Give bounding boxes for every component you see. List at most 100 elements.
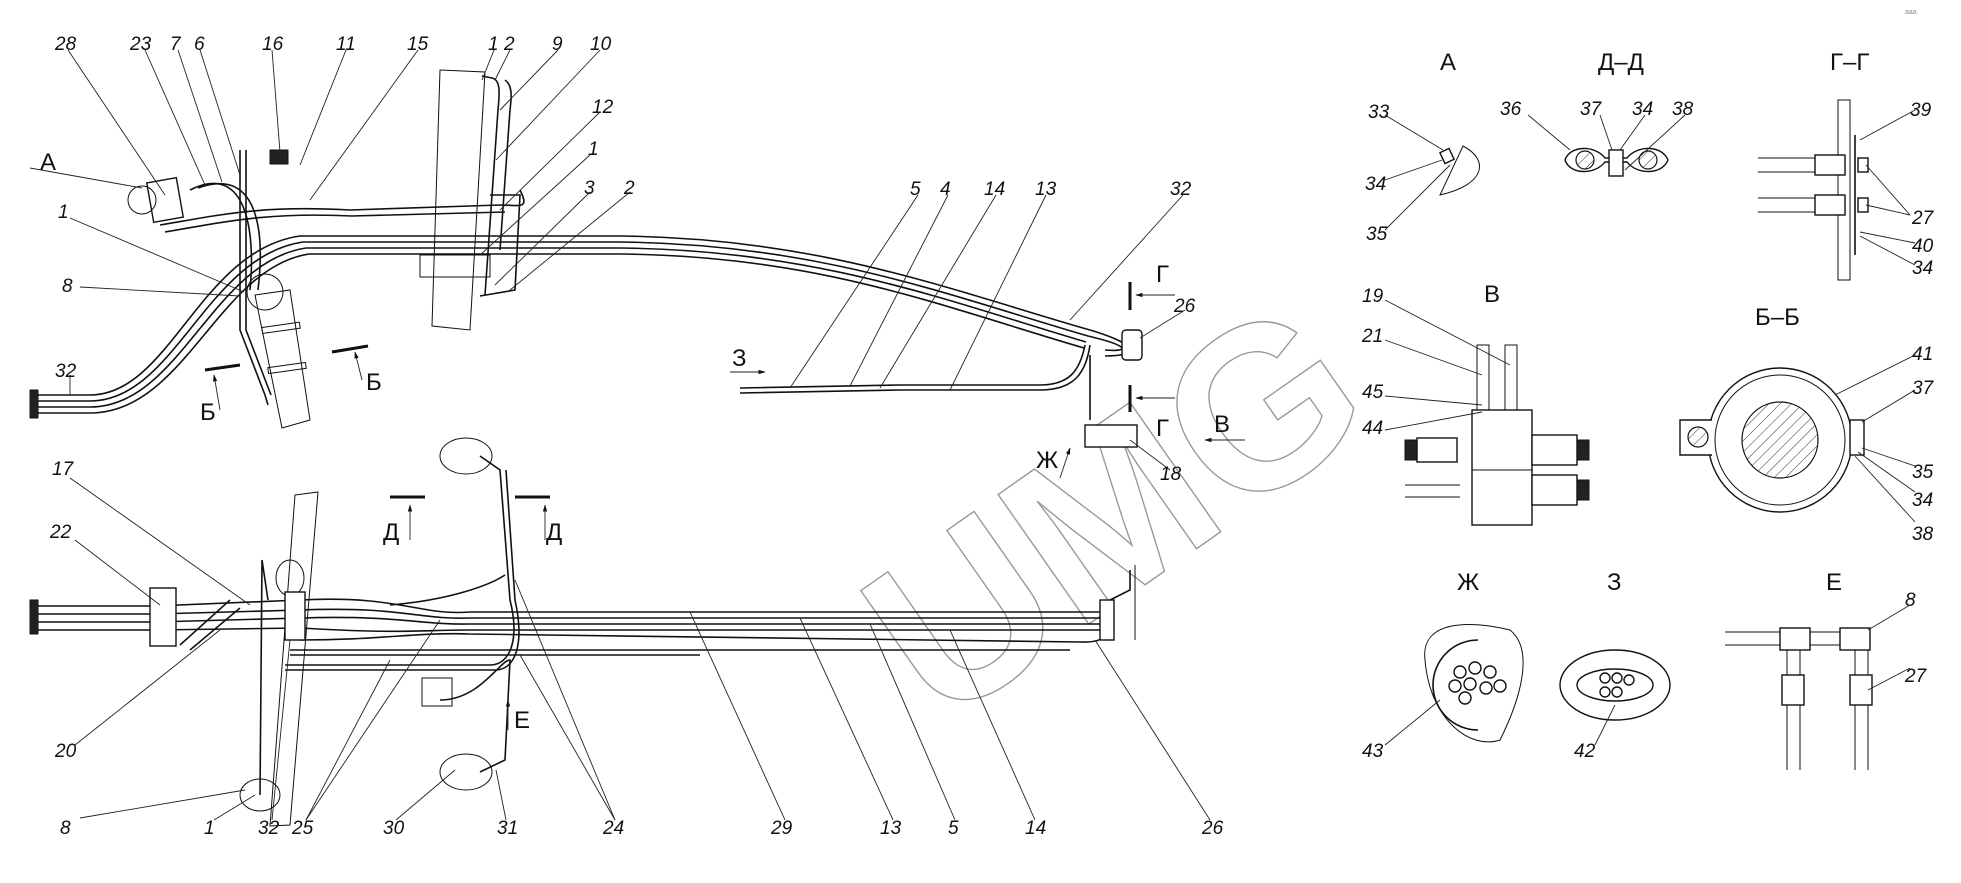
valve-block bbox=[145, 176, 185, 224]
callout: 24 bbox=[602, 818, 624, 839]
callout: 11 bbox=[336, 34, 356, 55]
section-marker-d: Д bbox=[383, 519, 399, 546]
view-marker-a: А bbox=[40, 149, 56, 176]
callout: 28 bbox=[54, 34, 77, 55]
callout: 1 bbox=[204, 818, 215, 839]
callout: 35 bbox=[1366, 224, 1388, 245]
callout: 1 bbox=[488, 34, 499, 55]
callout: 13 bbox=[880, 818, 902, 839]
callout: 14 bbox=[984, 179, 1005, 200]
top-view-leaders bbox=[29, 49, 1186, 471]
hose-end-fitting bbox=[29, 599, 39, 635]
view-title-gg: Г–Г bbox=[1830, 49, 1869, 76]
callout: 26 bbox=[1173, 296, 1196, 317]
callout: 37 bbox=[1580, 99, 1603, 120]
detail-views: А Д–Д Г–Г В Б–Б Ж З Е 33 34 35 36 37 34 … bbox=[1361, 49, 1935, 770]
callout: 18 bbox=[1160, 464, 1182, 485]
callout: 43 bbox=[1362, 741, 1384, 762]
callout: 35 bbox=[1912, 462, 1934, 483]
callout: 32 bbox=[1170, 179, 1192, 200]
callout: 17 bbox=[52, 459, 75, 480]
callout: 42 bbox=[1574, 741, 1596, 762]
section-marker-b: Б bbox=[366, 369, 382, 396]
callout: 16 bbox=[262, 34, 284, 55]
view-title-e: Е bbox=[1826, 569, 1842, 596]
view-title-bb: Б–Б bbox=[1755, 304, 1800, 331]
view-marker-zh: Ж bbox=[1036, 447, 1058, 474]
callout: 37 bbox=[1912, 378, 1935, 399]
bottom-view: 17 22 20 8 1 32 25 30 31 24 29 13 5 14 2… bbox=[29, 437, 1224, 839]
callout: 27 bbox=[1904, 666, 1928, 687]
hydraulic-cylinder-lower bbox=[254, 289, 311, 429]
hydraulic-cylinder bbox=[431, 69, 486, 331]
bottom-view-leaders bbox=[69, 477, 1211, 821]
callout: 15 bbox=[407, 34, 429, 55]
section-marker-g: Г bbox=[1156, 261, 1169, 288]
callout: 45 bbox=[1362, 382, 1384, 403]
section-marker-d: Д bbox=[546, 519, 562, 546]
section-marker-g: Г bbox=[1156, 415, 1169, 442]
view-title-v: В bbox=[1484, 281, 1500, 308]
hose-end-fitting bbox=[29, 389, 39, 419]
callout: 21 bbox=[1361, 326, 1383, 347]
callout: 26 bbox=[1201, 818, 1224, 839]
callout: 3 bbox=[584, 178, 595, 199]
callout: 30 bbox=[383, 818, 405, 839]
view-title-a: А bbox=[1440, 49, 1456, 76]
callout: 10 bbox=[590, 34, 612, 55]
callout: 32 bbox=[258, 818, 280, 839]
top-view: 28 23 7 6 16 11 15 1 2 9 10 12 1 3 2 1 8… bbox=[29, 34, 1245, 485]
callout: 9 bbox=[552, 34, 563, 55]
callout: 34 bbox=[1912, 258, 1933, 279]
callout: 2 bbox=[623, 178, 635, 199]
callout: 29 bbox=[770, 818, 793, 839]
view-marker-v: В bbox=[1214, 411, 1230, 438]
callout: 23 bbox=[129, 34, 152, 55]
callout: 2 bbox=[503, 34, 515, 55]
cylinder-end bbox=[439, 437, 493, 475]
callout: 41 bbox=[1912, 344, 1933, 365]
callout: 31 bbox=[497, 818, 518, 839]
callout: 5 bbox=[910, 179, 921, 200]
callout: 8 bbox=[1905, 590, 1916, 611]
callout: 38 bbox=[1912, 524, 1934, 545]
callout: 20 bbox=[54, 741, 77, 762]
cylinder-column bbox=[269, 491, 319, 827]
callout: 8 bbox=[62, 276, 73, 297]
callout: 34 bbox=[1365, 174, 1386, 195]
callout: 1 bbox=[58, 202, 69, 223]
valve-block-18 bbox=[1084, 424, 1138, 448]
callout: 13 bbox=[1035, 179, 1057, 200]
callout: 32 bbox=[55, 361, 77, 382]
callout: 6 bbox=[194, 34, 205, 55]
callout: 5 bbox=[948, 818, 959, 839]
corner-mark: ааа bbox=[1905, 9, 1917, 16]
callout: 7 bbox=[170, 34, 182, 55]
view-marker-z: З bbox=[732, 345, 747, 372]
view-title-zh: Ж bbox=[1457, 569, 1479, 596]
callout: 38 bbox=[1672, 99, 1694, 120]
tee-fitting-16 bbox=[269, 149, 289, 165]
view-marker-e: Е bbox=[514, 707, 530, 734]
callout: 25 bbox=[291, 818, 314, 839]
callout: 34 bbox=[1632, 99, 1653, 120]
callout: 40 bbox=[1912, 236, 1934, 257]
cylinder-end bbox=[439, 753, 493, 791]
callout: 22 bbox=[49, 522, 72, 543]
connector-pins bbox=[1448, 661, 1507, 705]
callout: 36 bbox=[1500, 99, 1522, 120]
callout: 34 bbox=[1912, 490, 1933, 511]
callout: 1 bbox=[588, 139, 599, 160]
callout: 14 bbox=[1025, 818, 1046, 839]
distributor-block bbox=[149, 587, 177, 647]
callout: 27 bbox=[1911, 208, 1935, 229]
callout: 44 bbox=[1362, 418, 1383, 439]
callout: 39 bbox=[1910, 100, 1932, 121]
view-title-z: З bbox=[1607, 569, 1622, 596]
callout: 19 bbox=[1362, 286, 1384, 307]
callout: 4 bbox=[940, 179, 951, 200]
callout: 8 bbox=[60, 818, 71, 839]
callout: 12 bbox=[592, 97, 614, 118]
watermark: UMG bbox=[821, 250, 1408, 768]
